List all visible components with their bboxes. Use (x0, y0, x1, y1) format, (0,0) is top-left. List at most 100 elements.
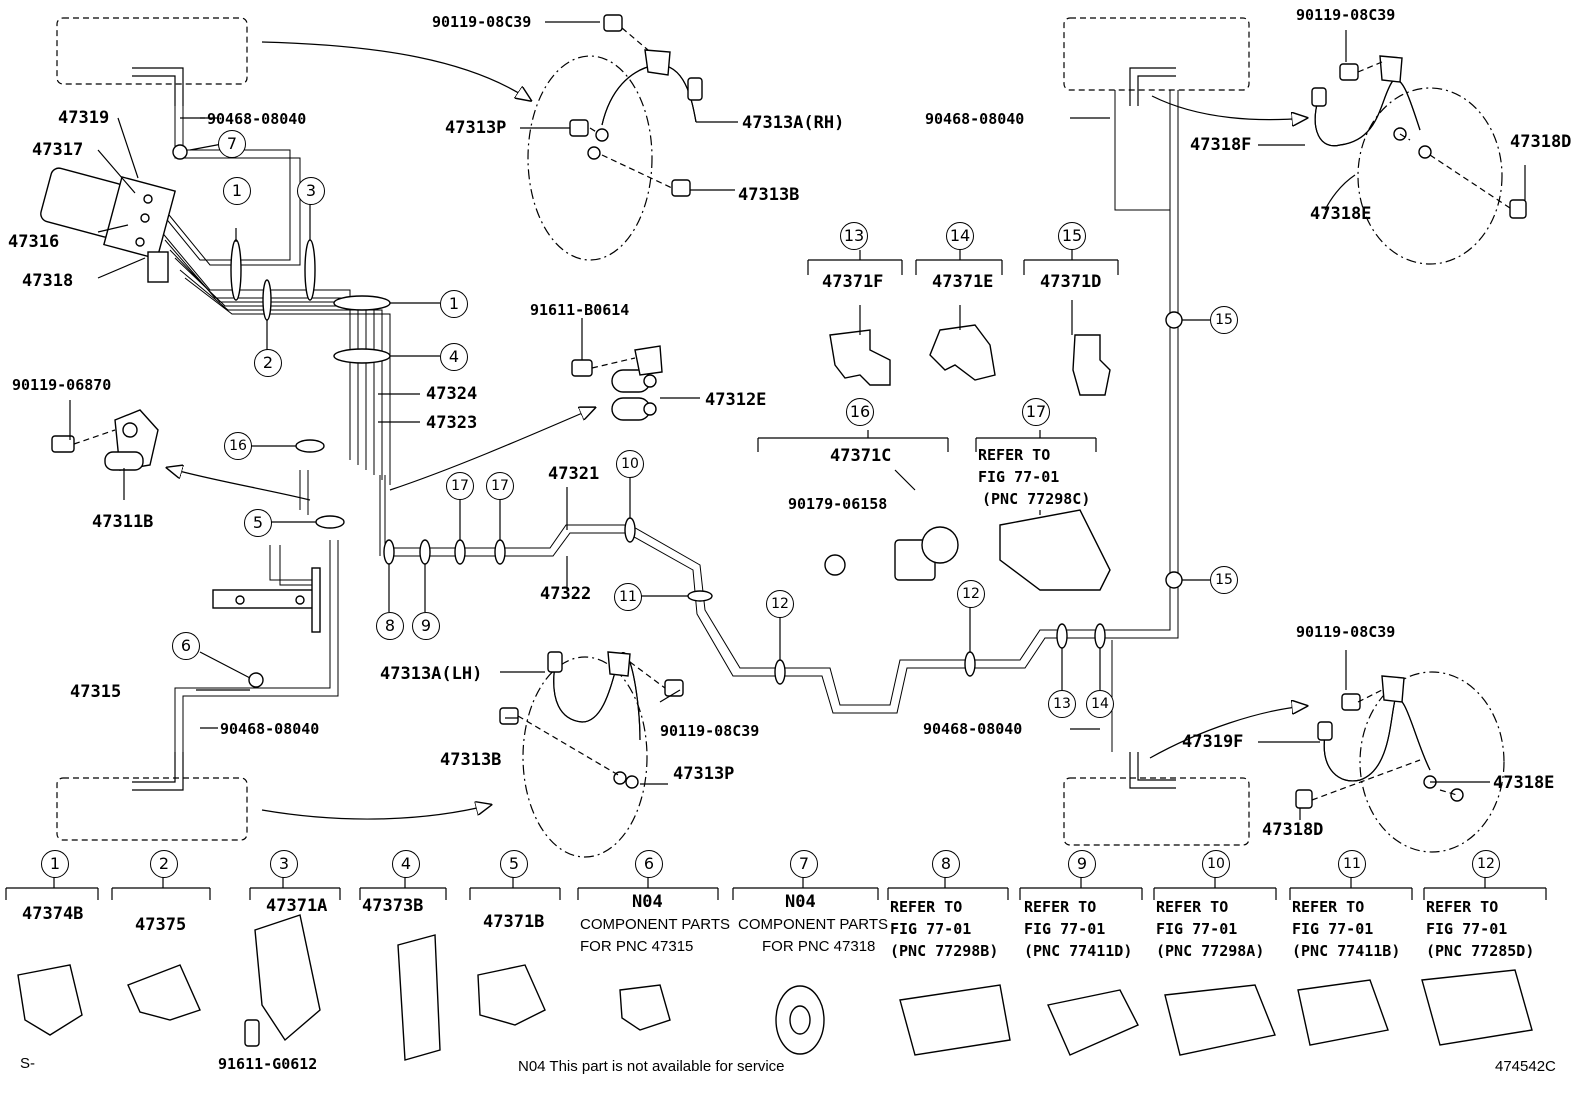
callout-17-mid: 17 (1022, 398, 1050, 426)
part-47317-label: 47317 (32, 140, 84, 160)
clamp-47371c-label: 47371C (830, 446, 892, 466)
clip-rear-rh-label: 90468-08040 (925, 110, 1025, 128)
legend-8-ref3: (PNC 77298B) (890, 942, 999, 960)
bolt-47313b-label: 47313B (738, 185, 800, 205)
legend-callout-4: 4 (392, 850, 420, 878)
bolt-rear-rh-label: 90119-08C39 (1296, 6, 1396, 24)
part-47319-label: 47319 (58, 108, 110, 128)
callout-6: 6 (172, 632, 200, 660)
clip-front-lh-label: 90468-08040 (220, 720, 320, 738)
legend-12-ref3: (PNC 77285D) (1426, 942, 1535, 960)
legend-callout-2: 2 (150, 850, 178, 878)
callout-9: 9 (412, 612, 440, 640)
footnote: N04 This part is not available for servi… (518, 1058, 785, 1075)
clamp-17-ref1: REFER TO (978, 446, 1051, 464)
clamp-17-ref2: FIG 77-01 (978, 468, 1060, 486)
legend-n04-6: N04 (632, 892, 663, 912)
bracket-47311b-label: 47311B (92, 512, 154, 532)
tube-47321-label: 47321 (548, 464, 600, 484)
legend-12-ref2: FIG 77-01 (1426, 920, 1508, 938)
legend-callout-8: 8 (932, 850, 960, 878)
bracket-47312e-label: 47312E (705, 390, 767, 410)
legend-note-7b: FOR PNC 47318 (762, 938, 876, 955)
bracket-47311b-shape (51, 409, 159, 471)
clamp-17-ref3: (PNC 77298C) (982, 490, 1091, 508)
tube-47322-label: 47322 (540, 584, 592, 604)
callout-17b: 17 (486, 472, 514, 500)
clip-front-rh-label: 90468-08040 (207, 110, 307, 128)
legend-bolt-3: 91611-G0612 (218, 1055, 318, 1073)
legend-part-2: 47375 (135, 915, 187, 935)
tube-47323-label: 47323 (426, 413, 478, 433)
callout-8: 8 (376, 612, 404, 640)
callout-5: 5 (244, 509, 272, 537)
callout-12a: 12 (766, 590, 794, 618)
hose-47313a-rh-label: 47313A(RH) (742, 113, 845, 133)
wheel-rear-right-box (1063, 752, 1250, 846)
legend-12-ref1: REFER TO (1426, 898, 1499, 916)
part-47318-label: 47318 (22, 271, 74, 291)
clip-47318e-label: 47318E (1310, 204, 1372, 224)
bolt-front-rh-label: 90119-08C39 (432, 13, 532, 31)
legend-callout-1: 1 (41, 850, 69, 878)
bolt-front-lh-label: 90119-08C39 (660, 722, 760, 740)
legend-9-ref2: FIG 77-01 (1024, 920, 1106, 938)
mid-clamp-shapes (824, 324, 1111, 591)
transfer-arrows (168, 41, 1306, 820)
legend-n04-7: N04 (785, 892, 816, 912)
legend-10-ref1: REFER TO (1156, 898, 1229, 916)
master-cylinder (40, 167, 176, 283)
bolt-91611-label: 91611-B0614 (530, 301, 630, 319)
legend-part-4: 47373B (362, 896, 424, 916)
legend-note-6a: COMPONENT PARTS (580, 916, 731, 933)
clamp-47371d-label: 47371D (1040, 272, 1102, 292)
callout-12b: 12 (957, 580, 985, 608)
callout-15b: 15 (1210, 566, 1238, 594)
tube-47324-label: 47324 (426, 384, 478, 404)
leader-lines (69, 21, 1526, 820)
callout-10: 10 (616, 450, 644, 478)
legend-part-5: 47371B (483, 912, 545, 932)
callout-3: 3 (297, 177, 325, 205)
legend-note-6b: FOR PNC 47315 (580, 938, 694, 955)
tube-clamps (172, 144, 1183, 688)
legend-callout-12: 12 (1472, 850, 1500, 878)
callout-14-top: 14 (946, 222, 974, 250)
legend-11-ref3: (PNC 77411B) (1292, 942, 1401, 960)
callout-7: 7 (218, 130, 246, 158)
legend-8-ref1: REFER TO (890, 898, 963, 916)
legend-callout-9: 9 (1068, 850, 1096, 878)
clip-lh-47318e-label: 47318E (1493, 773, 1555, 793)
legend-11-ref2: FIG 77-01 (1292, 920, 1374, 938)
legend-callout-10: 10 (1202, 850, 1230, 878)
wheel-front-right-box (1063, 17, 1250, 106)
corner-mark: S- (20, 1055, 35, 1072)
callout-11: 11 (614, 583, 642, 611)
bolt-06870-label: 90119-06870 (12, 376, 112, 394)
legend-callout-11: 11 (1338, 850, 1366, 878)
diagram-id: 474542C (1495, 1058, 1556, 1075)
callout-4: 4 (440, 343, 468, 371)
bolt-lh-47318d-label: 47318D (1262, 820, 1324, 840)
clip-47313p-label: 47313P (445, 118, 507, 138)
callout-16: 16 (224, 432, 252, 460)
tube-47315-label: 47315 (70, 682, 122, 702)
detail-circles (522, 55, 1505, 858)
callout-16-mid: 16 (846, 398, 874, 426)
bolt-47318d-label: 47318D (1510, 132, 1572, 152)
legend-callout-6: 6 (635, 850, 663, 878)
clip-rear-lh-label: 90468-08040 (923, 720, 1023, 738)
hose-47313a-lh-label: 47313A(LH) (380, 664, 483, 684)
fastener-lines (73, 27, 1511, 801)
legend-8-ref2: FIG 77-01 (890, 920, 972, 938)
clamp-47371f-label: 47371F (822, 272, 884, 292)
hose-47318f-label: 47318F (1190, 135, 1252, 155)
legend-callout-5: 5 (500, 850, 528, 878)
legend-10-ref2: FIG 77-01 (1156, 920, 1238, 938)
legend-callout-3: 3 (270, 850, 298, 878)
callout-1a: 1 (223, 177, 251, 205)
legend-part-3: 47371A (266, 896, 328, 916)
legend-note-7a: COMPONENT PARTS (738, 916, 889, 933)
clip-lh-47313p-label: 47313P (673, 764, 735, 784)
legend-9-ref3: (PNC 77411D) (1024, 942, 1133, 960)
